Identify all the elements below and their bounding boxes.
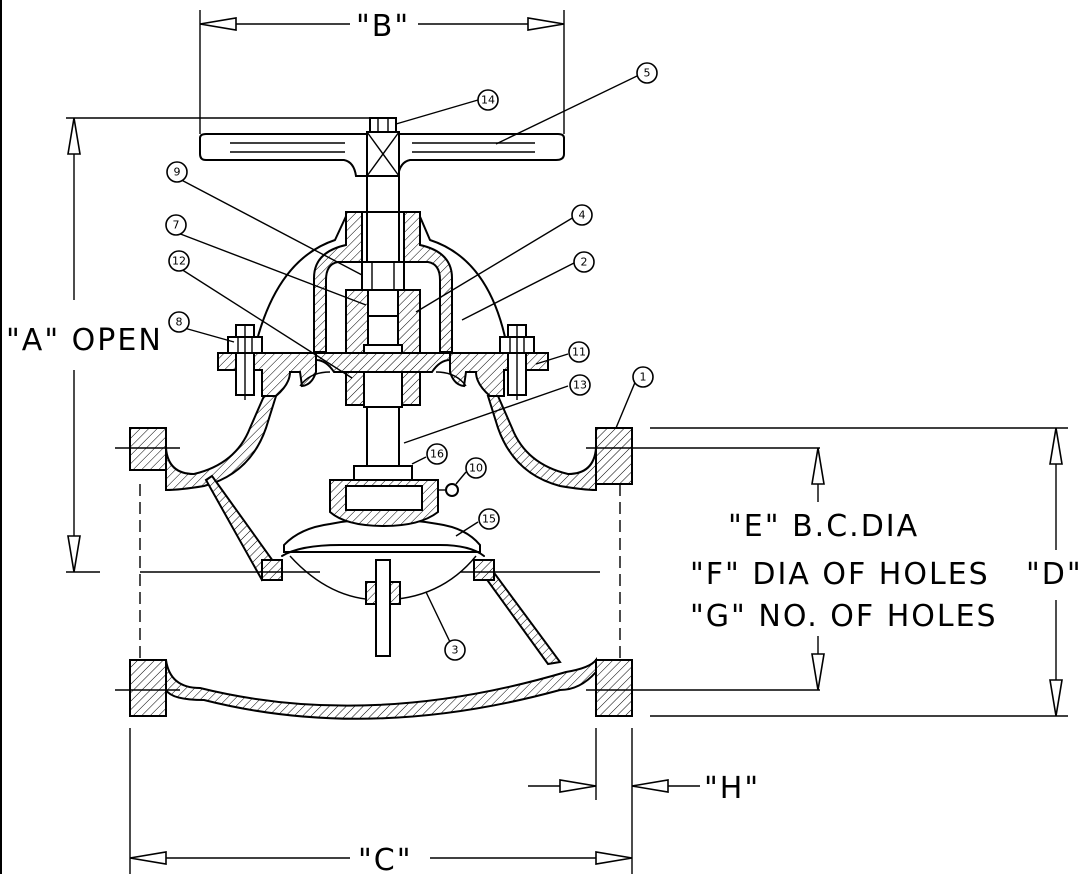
balloon-4: 4 (571, 204, 593, 226)
balloon-9: 9 (166, 161, 188, 183)
stem (366, 175, 400, 467)
svg-text:16: 16 (430, 448, 444, 461)
balloon-10: 10 (465, 457, 487, 479)
balloon-11: 11 (568, 341, 590, 363)
svg-text:13: 13 (573, 379, 587, 392)
svg-text:5: 5 (644, 67, 651, 80)
svg-text:14: 14 (481, 94, 495, 107)
svg-text:1: 1 (640, 371, 647, 384)
svg-text:3: 3 (452, 644, 459, 657)
balloon-15: 15 (478, 508, 500, 530)
svg-text:4: 4 (579, 209, 586, 222)
dim-h-label: "H" (704, 771, 760, 806)
balloon-8: 8 (168, 311, 190, 333)
dim-g-no-holes-label: "G" NO. OF HOLES (690, 599, 998, 634)
dim-a-open-label: "A" OPEN (6, 323, 163, 358)
balloon-2: 2 (573, 251, 595, 273)
handwheel (199, 117, 565, 177)
balloon-13: 13 (569, 374, 591, 396)
part-balloons: 1 2 3 4 5 7 8 9 10 11 12 13 14 15 16 (165, 62, 658, 661)
dim-f-dia-holes-label: "F" DIA OF HOLES (690, 557, 990, 592)
bonnet (217, 211, 549, 408)
dim-e-bc-dia-label: "E" B.C.DIA (728, 509, 919, 544)
balloon-14: 14 (477, 89, 499, 111)
dim-d-label: "D" (1026, 557, 1083, 592)
balloon-12: 12 (168, 250, 190, 272)
svg-text:15: 15 (482, 513, 496, 526)
balloon-1: 1 (632, 366, 654, 388)
dim-c-label: "C" (358, 843, 413, 874)
balloon-5: 5 (636, 62, 658, 84)
balloon-7: 7 (165, 214, 187, 236)
svg-text:11: 11 (572, 346, 586, 359)
svg-text:8: 8 (176, 316, 183, 329)
svg-text:12: 12 (172, 255, 186, 268)
dimension-lines (66, 10, 1068, 874)
valve-body (115, 395, 645, 720)
svg-text:9: 9 (174, 166, 181, 179)
valve-disc (281, 465, 485, 657)
dim-b-label: "B" (356, 9, 410, 44)
svg-text:2: 2 (581, 256, 588, 269)
balloon-16: 16 (426, 443, 448, 465)
svg-text:7: 7 (173, 219, 180, 232)
svg-text:10: 10 (469, 462, 483, 475)
balloon-3: 3 (444, 639, 466, 661)
